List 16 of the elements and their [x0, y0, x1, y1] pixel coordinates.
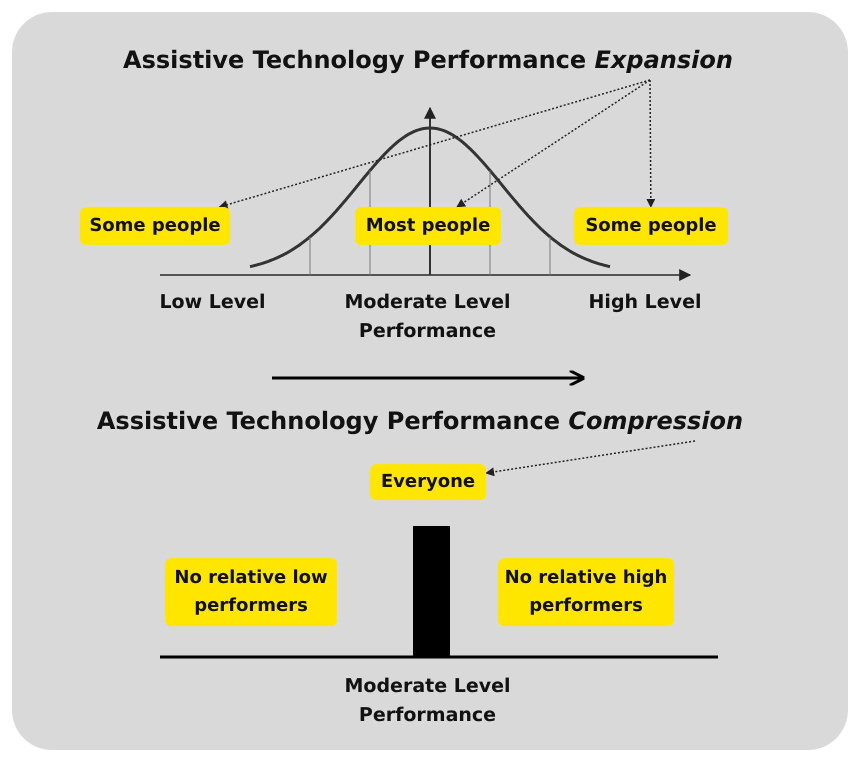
leader-line: [485, 440, 696, 476]
highlighted-label: Some people: [80, 207, 230, 245]
highlighted-label: Some people: [574, 207, 728, 245]
leader-line: [218, 79, 650, 210]
axis-label: Moderate Level Performance: [344, 290, 512, 344]
axis-label: High Level: [588, 290, 702, 315]
heading: Assistive Technology Performance Expansion: [100, 44, 756, 80]
leader-line: [646, 80, 656, 208]
leader-line: [456, 79, 650, 208]
highlighted-label: Everyone: [370, 464, 486, 500]
highlighted-label: No relative low performers: [165, 558, 337, 626]
heading: Assistive Technology Performance Compression: [70, 405, 770, 441]
axis-label: Low Level: [158, 290, 267, 315]
axis-label: Moderate Level Performance: [344, 674, 512, 728]
highlighted-label: Most people: [355, 207, 501, 245]
highlighted-label: No relative high performers: [498, 558, 674, 626]
